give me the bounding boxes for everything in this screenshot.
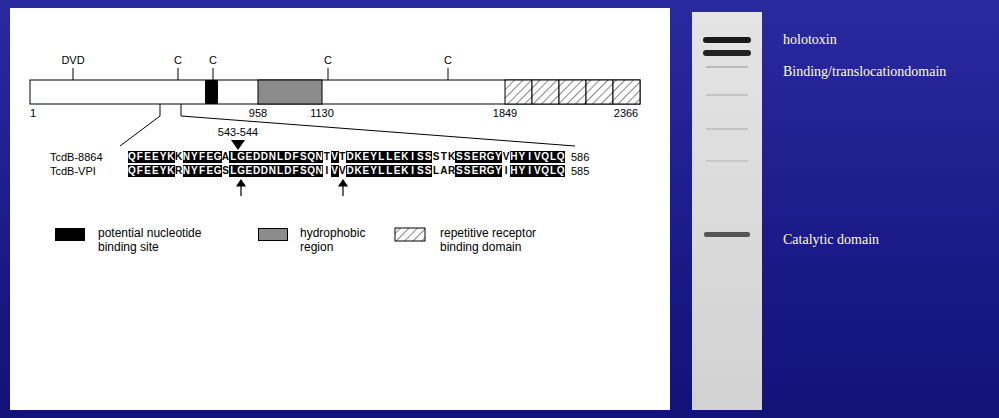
sequence-row: QFEEYKKNYFEGALGEDDNLDFSQNTVTDKEYLLEKISSS… — [128, 151, 565, 163]
position-label: 2366 — [614, 107, 638, 120]
legend-hatch-swatch — [395, 228, 425, 241]
gel-lane — [692, 12, 762, 410]
legend-text: hydrophobic region — [300, 226, 376, 254]
legend-text: potential nucleotide binding site — [98, 226, 216, 254]
position-label: 543-544 — [218, 126, 258, 139]
position-label: C — [209, 54, 217, 67]
hydrophobic-region — [258, 80, 322, 104]
position-label: TcdB-8864 — [50, 151, 103, 164]
gel-label: holotoxin — [783, 32, 837, 48]
position-label: 586 — [571, 151, 589, 164]
position-label: C — [324, 54, 332, 67]
position-label: C — [444, 54, 452, 67]
position-label: 1130 — [310, 107, 334, 120]
gel-label: Binding/translocationdomain — [783, 64, 946, 80]
cleavage-triangle — [231, 140, 245, 150]
receptor-repeats — [505, 80, 640, 104]
position-label: 1849 — [493, 107, 517, 120]
sequence-row: QFEEYKRNYFEGSLGEDDNLDFSQNIVVDKEYLLEKISSL… — [128, 165, 565, 177]
position-label: C — [174, 54, 182, 67]
position-label: 585 — [571, 165, 589, 178]
gel-bands — [703, 37, 751, 237]
legend-text: repetitive receptor binding domain — [440, 226, 556, 254]
zoom-lines — [120, 104, 575, 146]
nucleotide-site — [205, 80, 218, 104]
mismatch-arrows — [237, 180, 347, 196]
position-label: 1 — [30, 107, 36, 120]
position-label: TcdB-VPI — [50, 165, 96, 178]
legend-swatch — [258, 228, 288, 241]
protein-bar — [30, 80, 640, 104]
legend-swatch — [55, 228, 85, 241]
gel-label: Catalytic domain — [783, 232, 879, 248]
site-ticks — [73, 68, 448, 80]
white-panel — [10, 8, 670, 410]
position-label: 958 — [249, 107, 267, 120]
position-label: DVD — [61, 54, 84, 67]
